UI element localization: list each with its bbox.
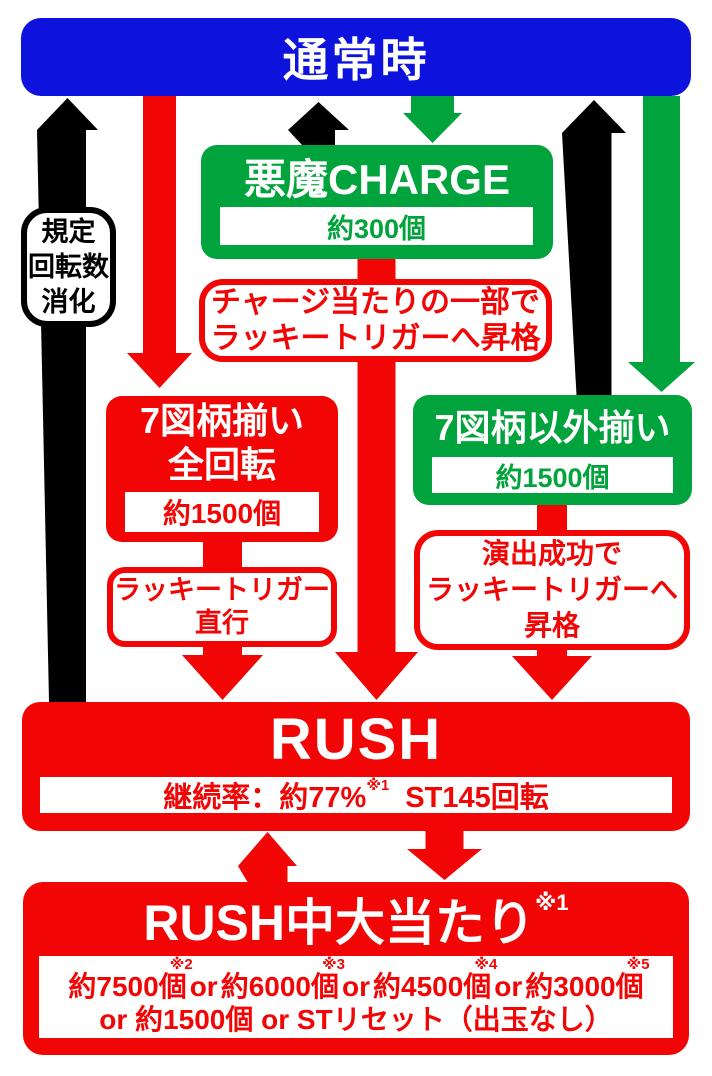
rush-jackpot-title-row: RUSH中大当たり ※1: [23, 882, 689, 956]
rush-jackpot-title: RUSH中大当たり: [143, 895, 536, 951]
seven-igai-title: 7図柄以外揃い: [434, 407, 671, 448]
akuma-charge-box: 悪魔CHARGE 約300個: [201, 145, 553, 259]
normal-state-title: 通常時: [282, 34, 430, 86]
payout-amount-1-text: 約7500個: [68, 971, 187, 1002]
seven-zoroi-payout-bar: 約1500個: [125, 492, 319, 532]
rush-jackpot-box: RUSH中大当たり ※1 約7500個 ※2 or 約6000個 ※3 or 約…: [23, 882, 689, 1055]
enshutsu-note-line1: 演出成功で: [481, 538, 622, 569]
kitei-line3: 消化: [41, 286, 96, 317]
kitei-line2: 回転数: [28, 251, 109, 282]
rush-jackpot-footnote: ※1: [535, 890, 569, 915]
charge-upgrade-note: チャージ当たりの一部で ラッキートリガーへ昇格: [199, 279, 552, 362]
arrow-down-red-left: [127, 96, 192, 388]
rush-jackpot-payout-bar: 約7500個 ※2 or 約6000個 ※3 or 約4500個 ※4 or 約…: [39, 956, 673, 1038]
akuma-charge-payout-bar: 約300個: [220, 207, 533, 245]
arrow-down-green-center: [403, 96, 462, 143]
payout-amount-4-text: 約3000個: [525, 971, 644, 1002]
or-separator-3: or: [494, 971, 523, 1002]
normal-state-banner: 通常時: [21, 18, 691, 96]
seven-zoroi-title: 7図柄揃い 全回転: [106, 396, 338, 490]
rush-continuation-rate: 継続率：約77%: [163, 782, 367, 814]
kitei-kaitensu-label: 規定 回転数 消化: [21, 207, 116, 327]
or-separator-2: or: [342, 971, 370, 1002]
seven-zoroi-title-line1: 7図柄揃い: [139, 400, 305, 441]
charge-note-line2: ラッキートリガーへ昇格: [210, 321, 541, 355]
arrow-up-black-center: [288, 102, 349, 145]
seven-igai-payout: 約1500個: [495, 462, 610, 493]
payout-amount-4: 約3000個 ※5: [525, 957, 649, 1002]
arrow-up-red-rush-return: [238, 832, 297, 882]
kitei-line1: 規定: [41, 216, 96, 247]
payout-amount-2: 約6000個 ※3: [220, 957, 345, 1002]
payout-footnote-5: ※5: [626, 956, 650, 973]
rush-continuation-footnote: ※1: [366, 777, 390, 794]
payout-line1: 約7500個 ※2 or 約6000個 ※3 or 約4500個 ※4 or 約…: [39, 957, 673, 1002]
akuma-charge-payout: 約300個: [326, 213, 427, 244]
payout-amount-1: 約7500個 ※2: [68, 957, 192, 1002]
payout-amount-3-text: 約4500個: [373, 971, 492, 1002]
lucky-trigger-direct-note: ラッキートリガー 直行: [107, 567, 337, 647]
rush-st-spins: ST145回転: [405, 782, 549, 814]
payout-footnote-4: ※4: [474, 956, 498, 973]
seven-zoroi-title-line2: 全回転: [167, 444, 276, 485]
direct-note-line2: 直行: [195, 608, 249, 638]
arrow-down-red-rush-to-final: [407, 831, 482, 880]
seven-igai-box: 7図柄以外揃い 約1500個: [413, 395, 692, 505]
arrow-up-black-left: [37, 98, 98, 702]
charge-note-line1: チャージ当たりの一部で: [210, 285, 541, 319]
direct-note-line1: ラッキートリガー: [114, 575, 330, 605]
akuma-charge-title: 悪魔CHARGE: [243, 155, 510, 203]
seven-zoroi-payout: 約1500個: [162, 498, 282, 529]
payout-line2: or 約1500個 or STリセット（出玉なし）: [99, 1004, 613, 1035]
enshutsu-note-line3: 昇格: [523, 610, 580, 641]
enshutsu-upgrade-note: 演出成功で ラッキートリガーへ 昇格: [414, 530, 690, 650]
rush-box: RUSH 継続率：約77% ※1 ST145回転: [22, 702, 690, 831]
payout-footnote-3: ※3: [322, 956, 345, 973]
seven-zoroi-box: 7図柄揃い 全回転 約1500個: [106, 396, 338, 542]
payout-amount-2-text: 約6000個: [220, 971, 339, 1002]
or-separator-1: or: [189, 971, 218, 1002]
rush-title: RUSH: [269, 707, 443, 772]
payout-footnote-2: ※2: [169, 956, 193, 973]
enshutsu-note-line2: ラッキートリガーへ: [425, 574, 678, 605]
payout-amount-3: 約4500個 ※4: [373, 957, 497, 1002]
arrow-down-green-right: [628, 96, 695, 392]
seven-igai-payout-bar: 約1500個: [432, 457, 673, 493]
arrow-up-black-right: [562, 100, 626, 395]
rush-detail-bar: 継続率：約77% ※1 ST145回転: [40, 777, 672, 814]
